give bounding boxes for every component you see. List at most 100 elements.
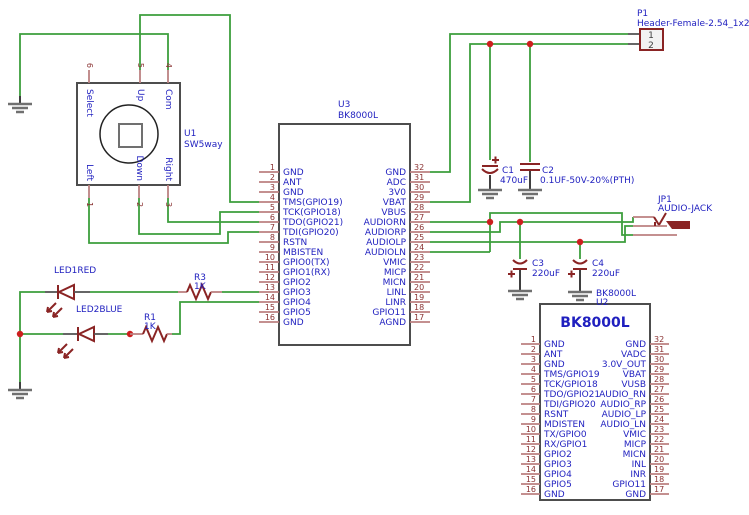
switch-button bbox=[118, 123, 143, 148]
wire-audiolp-to-jack[interactable] bbox=[430, 225, 633, 243]
u3-pin-name: GPIO11 bbox=[372, 308, 406, 318]
c3-plus-icon bbox=[508, 270, 515, 278]
r1-value: 1K bbox=[144, 322, 157, 332]
u2-pin-name: GND bbox=[544, 360, 565, 370]
component-c2[interactable]: C2 0.1UF-50V-20%(PTH) bbox=[520, 163, 634, 186]
u3-pin-name: VBUS bbox=[381, 208, 406, 218]
u3-pin-number: 19 bbox=[414, 293, 424, 302]
u3-body[interactable] bbox=[278, 123, 411, 346]
ground-symbol[interactable] bbox=[478, 175, 502, 200]
component-r1[interactable]: R1 1K bbox=[130, 313, 172, 344]
u2-pin-number: 10 bbox=[526, 425, 536, 434]
u3-pin-number: 5 bbox=[270, 203, 275, 212]
component-p1-header[interactable]: 1 2 P1 Header-Female-2.54_1x2 bbox=[628, 9, 749, 51]
component-c1[interactable]: C1 470uF bbox=[481, 156, 528, 187]
u3-pin-name: AGND bbox=[379, 318, 406, 328]
junction-dot[interactable] bbox=[516, 218, 524, 226]
junction-dot[interactable] bbox=[486, 40, 494, 48]
wire-com-to-gnd[interactable] bbox=[19, 33, 169, 97]
component-jp1-audio-jack[interactable]: JP1 AUDIO-JACK bbox=[633, 195, 713, 236]
u2-pin-number: 19 bbox=[654, 465, 664, 474]
u2-pin-number: 8 bbox=[531, 405, 536, 414]
component-r3[interactable]: R3 1K bbox=[178, 273, 222, 302]
u3-pin-name: MBISTEN bbox=[283, 248, 323, 258]
u2-part-label: BK8000L bbox=[596, 289, 636, 299]
u2-pin-name: TCK/GPIO18 bbox=[543, 380, 598, 390]
u3-pin-name: TCK(GPIO18) bbox=[282, 208, 341, 218]
u2-pin-number: 31 bbox=[654, 345, 664, 354]
u3-pin-number: 14 bbox=[265, 293, 275, 302]
u3-pin-name: TMS(GPIO19) bbox=[282, 198, 343, 208]
junction-dot[interactable] bbox=[16, 330, 24, 338]
u3-pin-number: 9 bbox=[270, 243, 275, 252]
u2-pin-name: MDISTEN bbox=[544, 420, 585, 430]
c4-refdes: C4 bbox=[592, 259, 604, 269]
jp1-value: AUDIO-JACK bbox=[658, 204, 713, 214]
ground-symbol[interactable] bbox=[8, 96, 32, 114]
u3-pin-name: 3V0 bbox=[388, 188, 406, 198]
u3-pin-number: 31 bbox=[414, 173, 424, 182]
wire-audiorp-to-jack[interactable] bbox=[430, 217, 634, 233]
wire-right-to-tdo[interactable] bbox=[167, 198, 259, 223]
u2-pin-name: AUDIO_LP bbox=[602, 410, 647, 420]
u3-pin-name: TDI(GPIO20) bbox=[282, 228, 339, 238]
component-u3-bk8000l[interactable]: U3 BK8000L 1GND2ANT3GND4TMS(GPIO19)5TCK(… bbox=[259, 100, 430, 346]
r3-zigzag bbox=[186, 282, 212, 302]
wire-r1-to-gpio4[interactable] bbox=[172, 301, 259, 335]
wire-vbat-rail[interactable] bbox=[430, 43, 628, 203]
u3-pin-name: GND bbox=[283, 168, 304, 178]
ground-symbol[interactable] bbox=[568, 269, 592, 302]
u2-pin-name: TMS/GPIO19 bbox=[543, 370, 600, 380]
u1-pin-name: Right bbox=[163, 157, 173, 181]
u2-pin-name: GND bbox=[625, 340, 646, 350]
u2-pin-number: 27 bbox=[654, 385, 664, 394]
wire-up-to-tms[interactable] bbox=[139, 14, 259, 203]
ground-symbol[interactable] bbox=[508, 269, 532, 301]
u2-pin-name: VADC bbox=[621, 350, 646, 360]
u2-pin-number: 24 bbox=[654, 415, 664, 424]
u2-pin-number: 14 bbox=[526, 465, 536, 474]
u2-pin-name: VBAT bbox=[623, 370, 647, 380]
junction-dot[interactable] bbox=[486, 218, 494, 226]
u2-body[interactable] bbox=[539, 303, 651, 501]
u3-pin-name: RSTN bbox=[283, 238, 307, 248]
p1-pin2-number: 2 bbox=[648, 41, 654, 51]
u3-pin-name: GPIO5 bbox=[283, 308, 311, 318]
wire-left-to-tdi[interactable] bbox=[88, 198, 259, 244]
u3-pin-name: GPIO1(RX) bbox=[283, 268, 330, 278]
component-u2-bk8000l[interactable]: BK8000L U2 BK8000L 1GND2ANT3GND4TMS/GPIO… bbox=[521, 289, 669, 501]
component-led2-blue[interactable]: LED2BLUE bbox=[57, 305, 123, 359]
component-led1-red[interactable]: LED1RED bbox=[45, 266, 96, 318]
u2-pin-number: 12 bbox=[526, 445, 536, 454]
u2-pin-number: 25 bbox=[654, 405, 664, 414]
u3-pin-name: AUDIOLN bbox=[365, 248, 406, 258]
junction-dot[interactable] bbox=[526, 40, 534, 48]
component-c3[interactable]: C3 220uF bbox=[508, 259, 560, 279]
junction-dot[interactable] bbox=[576, 238, 584, 246]
u3-pin-number: 11 bbox=[265, 263, 275, 272]
wire-down-to-tck[interactable] bbox=[138, 198, 259, 235]
u3-pin-name: GND bbox=[283, 318, 304, 328]
u2-pin-number: 22 bbox=[654, 435, 664, 444]
c2-refdes: C2 bbox=[542, 166, 554, 176]
u2-pin-number: 32 bbox=[654, 335, 664, 344]
u1-pin-number: 3 bbox=[164, 202, 173, 207]
led2-emission-arrow bbox=[63, 348, 74, 359]
c4-plus-icon bbox=[568, 270, 575, 278]
switch-body[interactable] bbox=[76, 82, 181, 186]
wire-gnd32-to-p1[interactable] bbox=[430, 33, 628, 173]
u1-pin-number: 5 bbox=[136, 63, 145, 68]
u3-pin-number: 4 bbox=[270, 193, 275, 202]
p1-body[interactable] bbox=[639, 28, 664, 51]
u3-pin-number: 21 bbox=[414, 273, 424, 282]
ground-symbol[interactable] bbox=[518, 171, 542, 200]
jack-plug-icon bbox=[666, 221, 690, 229]
component-u1-sw5way[interactable]: U1 SW5way bbox=[76, 82, 223, 186]
u3-pin-name: GPIO2 bbox=[283, 278, 311, 288]
u3-pin-number: 8 bbox=[270, 233, 275, 242]
wire-led1-to-gnd[interactable] bbox=[19, 291, 45, 383]
u2-pin-name: GPIO3 bbox=[544, 460, 572, 470]
component-c4[interactable]: C4 220uF bbox=[568, 259, 620, 279]
c2-value: 0.1UF-50V-20%(PTH) bbox=[540, 176, 634, 186]
ground-symbol[interactable] bbox=[8, 382, 32, 400]
